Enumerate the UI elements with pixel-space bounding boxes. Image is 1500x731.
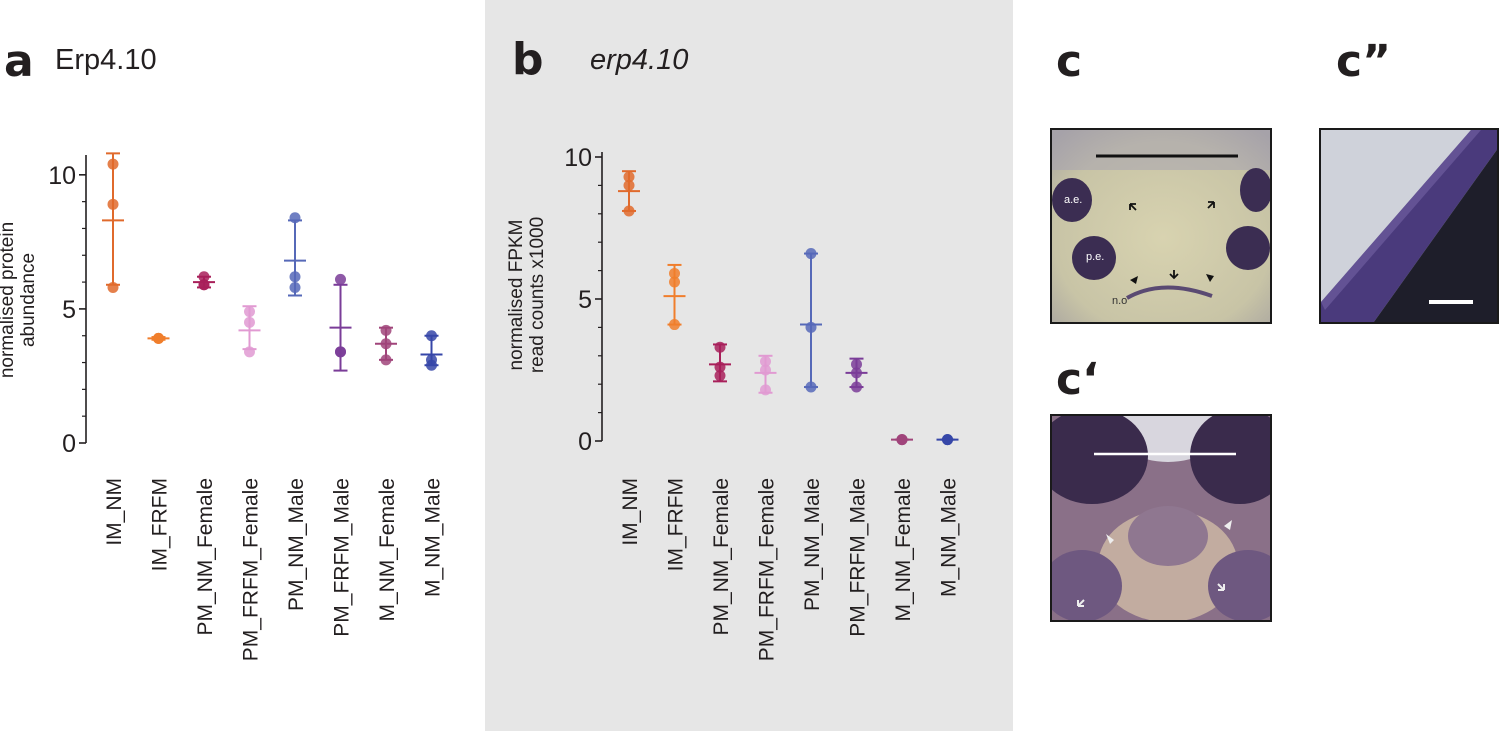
panel-a-title: Erp4.10 [55, 44, 157, 76]
y-tick-label: 0 [62, 430, 76, 458]
y-axis-label: read counts x1000 [527, 217, 548, 373]
data-point [760, 355, 771, 367]
data-point [669, 319, 680, 331]
data-point [896, 434, 908, 446]
label-no: n.o [1112, 295, 1128, 307]
y-tick-label: 10 [48, 162, 76, 190]
panel-b-title: erp4.10 [590, 44, 689, 76]
x-category-label: IM_FRFM [665, 478, 688, 571]
x-category-label: M_NM_Male [938, 478, 961, 597]
x-category-label: M_NM_Male [422, 478, 445, 597]
x-category-label: PM_FRFM_Male [847, 478, 870, 637]
data-point [289, 281, 301, 293]
x-category-label: IM_FRFM [149, 478, 172, 571]
x-category-label: PM_FRFM_Male [331, 478, 354, 637]
data-point [426, 330, 437, 342]
data-point [335, 273, 346, 285]
data-point [380, 354, 392, 366]
data-point [244, 316, 255, 328]
microscopy-image-c1 [1050, 414, 1272, 622]
microscopy-image-c: a.e. p.e. n.o [1050, 128, 1272, 324]
y-tick-label: 5 [62, 296, 76, 324]
data-point [851, 367, 862, 379]
data-point [851, 358, 862, 370]
x-category-label: PM_NM_Male [285, 478, 308, 611]
y-axis-label: normalised protein [0, 222, 18, 378]
data-point [153, 332, 164, 344]
panel-a-letter: a [4, 36, 34, 87]
y-tick-label: 5 [578, 286, 592, 314]
microscopy-image-c2 [1319, 128, 1499, 324]
data-point [760, 384, 771, 396]
data-point [714, 341, 726, 353]
data-point [244, 306, 255, 318]
y-tick-label: 10 [564, 144, 592, 172]
panel-b-letter: b [512, 34, 544, 85]
x-category-label: PM_FRFM_Female [240, 478, 263, 661]
data-point [714, 370, 726, 382]
data-point [805, 321, 817, 333]
label-pe: p.e. [1086, 251, 1105, 263]
x-category-label: IM_NM [619, 478, 642, 546]
y-axis-label: normalised FPKM [506, 220, 527, 371]
panel-c2-letter: c” [1336, 36, 1391, 87]
panel-b-background [485, 0, 1013, 731]
data-point [805, 248, 817, 260]
y-tick-label: 0 [578, 428, 592, 456]
data-point [380, 324, 392, 336]
data-point [198, 279, 210, 291]
x-category-label: M_NM_Female [892, 478, 915, 622]
panel-c1-letter: c‘ [1056, 354, 1099, 405]
x-category-label: IM_NM [103, 478, 126, 546]
data-point [107, 281, 119, 293]
x-category-label: PM_NM_Female [710, 478, 733, 636]
panel-c-letter: c [1056, 36, 1083, 87]
y-axis-label: abundance [18, 253, 39, 347]
data-point [623, 171, 635, 183]
x-category-label: PM_NM_Male [801, 478, 824, 611]
data-point [669, 276, 680, 288]
data-point [669, 267, 680, 279]
data-point [805, 381, 817, 393]
data-point [289, 271, 301, 283]
data-point [426, 359, 437, 371]
label-ae: a.e. [1064, 194, 1083, 206]
data-point [942, 434, 953, 446]
data-point [107, 158, 119, 170]
data-point [760, 364, 771, 376]
data-point [623, 179, 635, 191]
x-category-label: PM_FRFM_Female [756, 478, 779, 661]
data-point [244, 346, 255, 358]
data-point [289, 212, 301, 224]
data-point [335, 346, 346, 358]
data-point [714, 361, 726, 373]
x-category-label: PM_NM_Female [194, 478, 217, 636]
x-category-label: M_NM_Female [376, 478, 399, 622]
data-point [851, 381, 862, 393]
data-point [198, 271, 210, 283]
data-point [380, 338, 392, 350]
data-point [107, 198, 119, 210]
data-point [623, 205, 635, 217]
